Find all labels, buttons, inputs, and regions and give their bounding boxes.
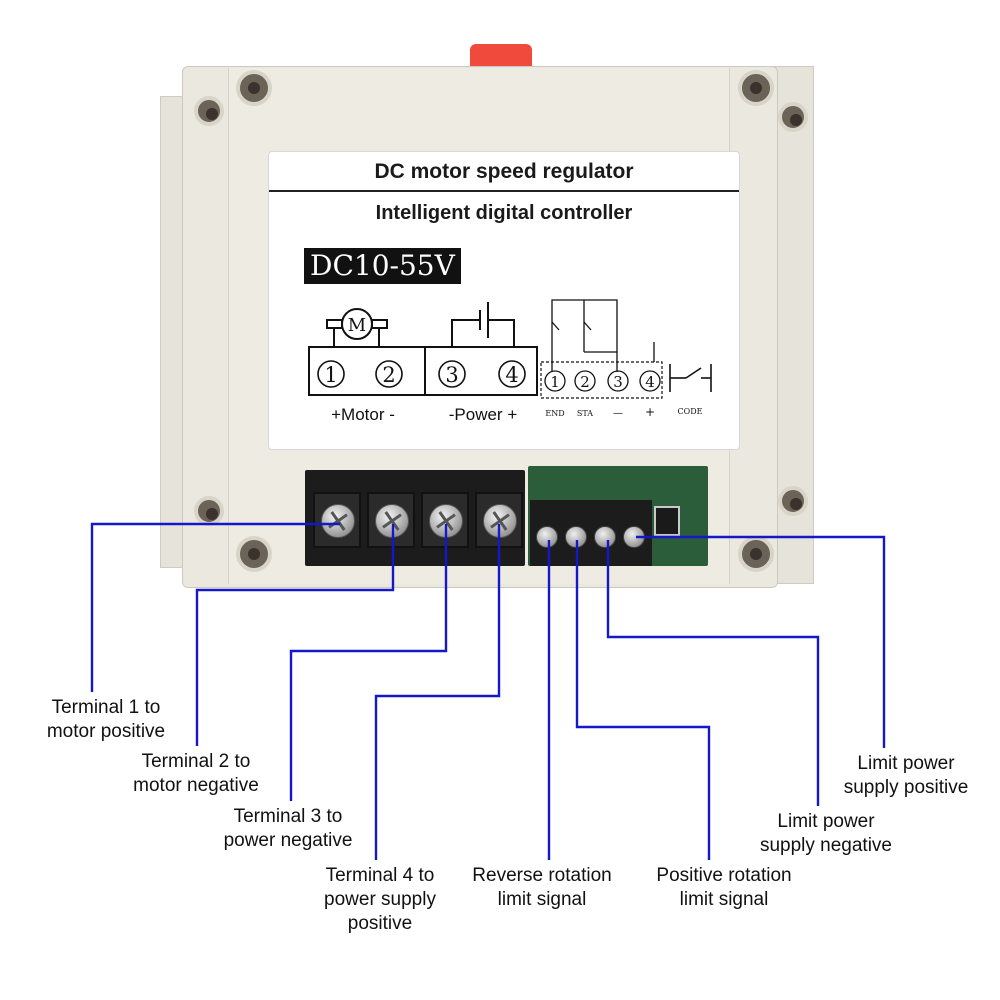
terminal-bay-1 [313, 492, 361, 548]
callout-limit-negative: Limit power supply negative [740, 810, 912, 858]
main-terminal-2-ring [375, 360, 403, 388]
callout-positive-limit-line-1: Positive rotation [656, 865, 792, 886]
main-terminal-3-ring [438, 360, 466, 388]
leader-terminal-4 [374, 524, 501, 860]
code-push-button [654, 506, 680, 536]
mount-hole-side-top-right [778, 102, 808, 132]
terminal-screw-1 [321, 504, 355, 538]
leader-terminal-3 [289, 524, 448, 801]
power-source-symbol [451, 302, 515, 347]
voltage-rating: DC10-55V [304, 248, 461, 284]
front-label: DC motor speed regulator Intelligent dig… [268, 151, 740, 450]
callout-terminal-2-line-2: motor negative [133, 775, 259, 796]
main-terminal-3: 3 [445, 363, 458, 387]
wiring-schematic: M 1 2 3 4 +Motor - -Power + [308, 299, 712, 424]
power-group-label: -Power + [449, 405, 518, 424]
mount-hole-side-bottom-right [778, 486, 808, 516]
terminal-bay-2 [367, 492, 415, 548]
callout-terminal-2: Terminal 2 to motor negative [116, 750, 276, 798]
red-top-knob [470, 44, 532, 70]
label-subtitle: Intelligent digital controller [375, 202, 633, 224]
signal-terminal-outline [540, 361, 663, 399]
callout-limit-negative-line-1: Limit power [777, 811, 875, 832]
main-terminal-4-ring [498, 360, 526, 388]
signal-screw-3 [594, 526, 616, 548]
signal-label-pos: + [645, 405, 655, 419]
signal-label-sta: STA [577, 409, 593, 418]
callout-terminal-3-line-1: Terminal 3 to [233, 806, 343, 827]
callout-reverse-limit: Reverse rotation limit signal [454, 864, 630, 912]
mount-hole-side-top-left [194, 96, 224, 126]
motor-symbol-letter: M [348, 315, 366, 336]
leader-limit-negative [606, 540, 820, 806]
callout-terminal-1-line-2: motor positive [46, 721, 166, 742]
leader-terminal-1 [90, 522, 340, 692]
main-terminal-1: 1 [324, 363, 337, 387]
code-label: CODE [678, 407, 703, 416]
main-terminal-4: 4 [505, 363, 518, 387]
callout-terminal-3-line-2: power negative [223, 830, 353, 851]
signal-label-neg: — [613, 408, 623, 419]
main-terminal-2: 2 [382, 363, 395, 387]
leader-positive-limit [575, 540, 711, 860]
signal-terminal-1: 1 [550, 373, 560, 391]
motor-group-label: +Motor - [331, 405, 395, 424]
callout-limit-positive-line-2: supply positive [843, 777, 969, 798]
signal-terminal-4: 4 [645, 373, 655, 391]
callout-reverse-limit-line-2: limit signal [497, 889, 587, 910]
leader-limit-positive [636, 535, 886, 748]
main-terminal-1-ring [317, 360, 345, 388]
limit-switch-symbol [551, 299, 655, 372]
terminal-bay-3 [421, 492, 469, 548]
leader-terminal-2 [195, 524, 395, 746]
motor-symbol [326, 308, 388, 347]
callout-reverse-limit-line-1: Reverse rotation [472, 865, 612, 886]
callout-terminal-1: Terminal 1 to motor positive [26, 696, 186, 744]
main-terminal-outline [308, 346, 538, 396]
callout-terminal-4-line-1: Terminal 4 to [325, 865, 435, 886]
callout-limit-negative-line-2: supply negative [759, 835, 893, 856]
signal-screw-1 [536, 526, 558, 548]
callout-limit-positive: Limit power supply positive [826, 752, 986, 800]
mount-hole-bottom-left [236, 536, 272, 572]
callout-terminal-4-line-3: positive [347, 913, 413, 934]
callout-terminal-4-line-2: power supply [324, 889, 436, 910]
callout-terminal-2-line-1: Terminal 2 to [141, 751, 251, 772]
callout-terminal-4: Terminal 4 to power supply positive [300, 864, 460, 936]
callout-positive-limit: Positive rotation limit signal [636, 864, 812, 912]
label-title: DC motor speed regulator [374, 160, 634, 183]
mount-hole-top-left [236, 70, 272, 106]
code-button-symbol [669, 364, 712, 392]
label-divider [269, 190, 739, 192]
main-terminal-block [305, 470, 525, 566]
signal-terminal-3: 3 [613, 373, 623, 391]
signal-label-end: END [545, 409, 564, 418]
callout-positive-limit-line-2: limit signal [679, 889, 769, 910]
callout-terminal-3: Terminal 3 to power negative [206, 805, 370, 853]
signal-terminal-block [530, 500, 652, 566]
signal-terminal-2: 2 [580, 373, 590, 391]
callout-limit-positive-line-1: Limit power [857, 753, 955, 774]
callout-terminal-1-line-1: Terminal 1 to [51, 697, 161, 718]
mount-hole-top-right [738, 70, 774, 106]
